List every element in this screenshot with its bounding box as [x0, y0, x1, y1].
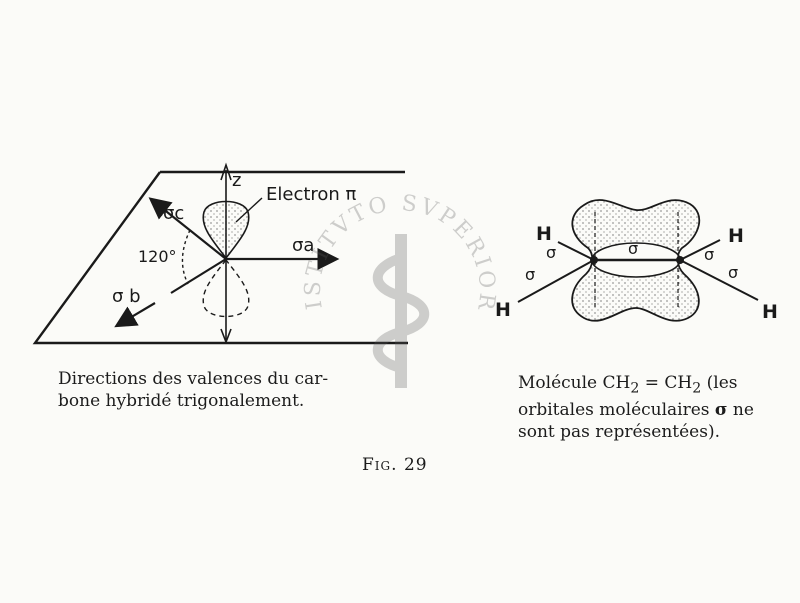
sigma-left-lower-label: σ	[525, 265, 535, 284]
z-axis-label: z	[232, 170, 241, 191]
angle-label: 120°	[138, 247, 177, 266]
right-caption-line1-end: (les	[701, 373, 738, 393]
hydrogen-bottom-right: H	[762, 301, 778, 323]
plane-parallelogram	[32, 170, 408, 345]
right-caption-formula-a: Molécule CH	[518, 373, 631, 393]
sigma-b-bond	[170, 258, 227, 294]
hydrogen-bottom-left: H	[495, 299, 511, 321]
right-caption-line2-end: ne	[727, 400, 754, 421]
sigma-right-upper-label: σ	[704, 245, 714, 264]
sigma-b-arrow	[114, 302, 156, 328]
watermark-serpent	[372, 253, 430, 373]
ch-bond-bottom-right	[679, 259, 759, 301]
angle-arc-120	[181, 229, 191, 285]
ch-bond-bottom-left	[517, 259, 595, 303]
watermark-staff	[395, 234, 407, 388]
left-caption: Directions des valences du car- bone hyb…	[58, 368, 408, 412]
sigma-c-bond	[148, 197, 227, 260]
ch-bond-top-left	[557, 241, 595, 261]
figure-label-prefix: Fig.	[362, 455, 398, 475]
institute-watermark: ISTITVTO SVPERIORE DI SANITÀ	[300, 188, 497, 388]
right-caption-line2-start: orbitales moléculaires	[518, 400, 715, 421]
sigma-a-label: σa	[292, 235, 314, 256]
ch-bond-top-right	[679, 239, 721, 261]
electron-pi-leader	[235, 197, 263, 223]
right-caption-formula-b: = CH	[639, 373, 693, 393]
sigma-right-lower-label: σ	[728, 263, 738, 282]
z-axis-lower-arrowhead	[220, 328, 232, 345]
right-caption-line3: sont pas représentées).	[518, 422, 720, 443]
sigma-b-label: σ b	[112, 286, 141, 307]
sigma-cc-label: σ	[628, 239, 638, 258]
z-axis-arrowhead	[220, 162, 232, 181]
hydrogen-top-right: H	[728, 225, 744, 247]
electron-pi-label: Electron π	[266, 184, 357, 205]
left-caption-line1: Directions des valences du car-	[58, 369, 329, 389]
pi-lobe-upper	[202, 200, 250, 260]
right-caption-sigma: σ	[714, 400, 728, 421]
trigonal-carbon-diagram: z Electron π σa σc σ b 120°	[32, 162, 408, 345]
sigma-left-upper-label: σ	[546, 243, 556, 262]
sigma-c-label: σc	[163, 203, 184, 224]
figure-label: Fig. 29	[362, 455, 428, 475]
right-caption: Molécule CH2 = CH2 (les orbitales molécu…	[518, 372, 788, 443]
hydrogen-top-left: H	[536, 223, 552, 245]
ethylene-diagram: H H H H σ σ σ σ σ	[495, 199, 778, 323]
figure-label-number: 29	[403, 455, 428, 475]
right-caption-sub2: 2	[692, 380, 702, 397]
pi-lobe-lower	[202, 258, 250, 318]
right-caption-sub1: 2	[630, 380, 640, 397]
left-caption-line2: bone hybridé trigonalement.	[58, 391, 305, 411]
